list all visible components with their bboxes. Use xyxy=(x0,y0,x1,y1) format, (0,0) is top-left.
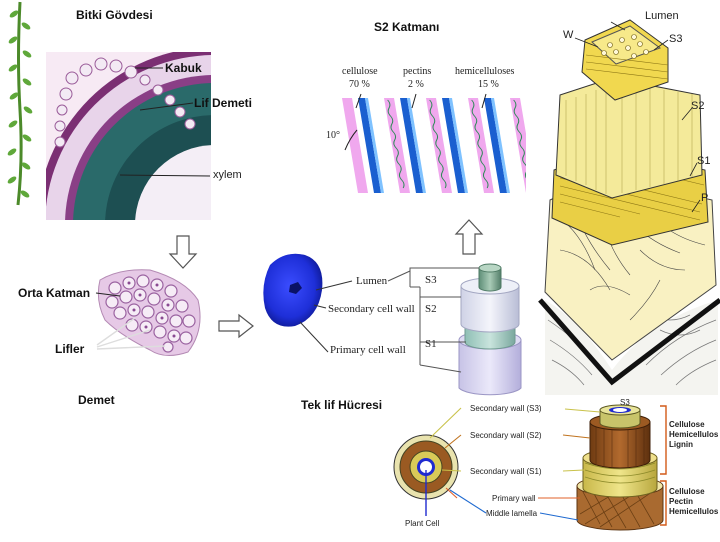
fiber-bundle-label: Lif Demeti xyxy=(194,96,252,110)
composition-line: Hemicellulos xyxy=(669,507,718,517)
wall-label-primary: Primary wall xyxy=(492,494,536,503)
xylem-label: xylem xyxy=(213,169,242,181)
s2-component-name: pectins xyxy=(403,66,431,77)
plant-sprig-illustration xyxy=(6,2,33,205)
composition-group-secondary: Cellulose Hemicellulos Lignin xyxy=(669,420,718,450)
cylinder-s3-label: S3 xyxy=(620,398,630,407)
s2-component-percent: 15 % xyxy=(478,79,499,90)
layer-label: S2 xyxy=(425,303,437,315)
composition-line: Cellulose xyxy=(669,420,718,430)
primary-wall-label: Primary cell wall xyxy=(330,344,406,356)
bundle-title: Demet xyxy=(78,393,115,407)
fiber-wall-cylinder xyxy=(459,264,521,395)
up-arrow-icon xyxy=(456,220,482,254)
s2-component-percent: 70 % xyxy=(349,79,370,90)
composition-line: Lignin xyxy=(669,440,718,450)
model-s3-label: S3 xyxy=(669,33,682,45)
model-s1-label: S1 xyxy=(697,155,710,167)
s2-layer-diagram xyxy=(340,98,536,193)
model-s2-label: S2 xyxy=(691,100,704,112)
wall-label-s2: Secondary wall (S2) xyxy=(470,431,542,440)
composition-group-primary: Cellulose Pectin Hemicellulos xyxy=(669,487,718,517)
s2-component-name: cellulose xyxy=(342,66,378,77)
s2-component-percent: 2 % xyxy=(408,79,424,90)
wall-label-s3: Secondary wall (S3) xyxy=(470,404,542,413)
fiber-cross-section-image xyxy=(263,254,322,327)
middle-layer-label: Orta Katman xyxy=(18,286,90,300)
stem-title: Bitki Gövdesi xyxy=(76,8,153,22)
bark-label: Kabuk xyxy=(165,61,202,75)
s2-component-name: hemicelluloses xyxy=(455,66,514,77)
model-p-label: P xyxy=(701,192,708,204)
fiber-cell-title: Tek lif Hücresi xyxy=(301,398,382,412)
wall-label-s1: Secondary wall (S1) xyxy=(470,467,542,476)
fibers-label: Lifler xyxy=(55,342,84,356)
model-lumen-label: Lumen xyxy=(645,10,679,22)
lumen-label: Lumen xyxy=(356,275,387,287)
secondary-wall-label: Secondary cell wall xyxy=(328,303,415,315)
wall-layers-cylinder xyxy=(577,405,663,530)
plant-cell-label: Plant Cell xyxy=(405,519,439,528)
s2-angle-label: 10° xyxy=(326,130,340,141)
composition-line: Pectin xyxy=(669,497,718,507)
down-arrow-icon xyxy=(170,236,196,268)
model-w-label: W xyxy=(563,29,573,41)
wall-label-middle-lamella: Middle lamella xyxy=(486,509,537,518)
composition-line: Cellulose xyxy=(669,487,718,497)
layer-label: S1 xyxy=(425,338,437,350)
s2-title: S2 Katmanı xyxy=(374,20,439,34)
composition-line: Hemicellulos xyxy=(669,430,718,440)
fiber-bundle-image xyxy=(98,270,200,356)
layer-label: S3 xyxy=(425,274,437,286)
right-arrow-icon xyxy=(219,315,253,337)
